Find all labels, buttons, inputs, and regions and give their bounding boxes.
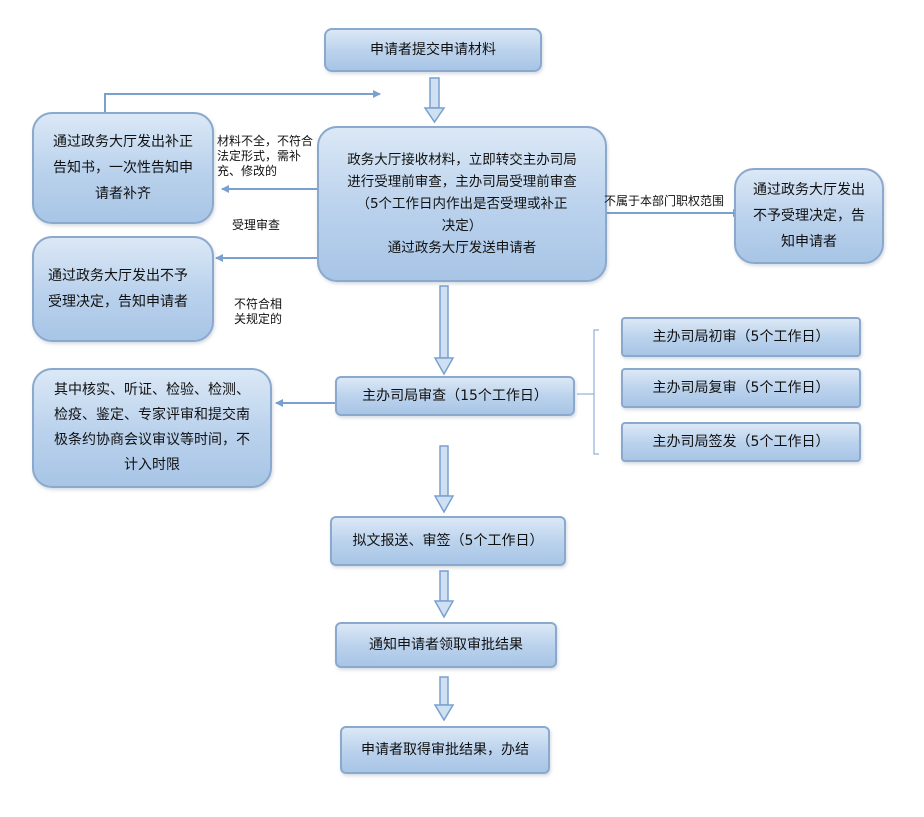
draft-box: 拟文报送、审签（5个工作日）	[330, 516, 566, 566]
submit-text: 申请者提交申请材料	[370, 42, 496, 58]
done-box: 申请者取得审批结果，办结	[340, 726, 550, 774]
down-arrow-3	[433, 445, 455, 514]
center-line-1: 政务大厅接收材料，立即转交主办司局	[347, 152, 577, 168]
right-reject-text: 通过政务大厅发出不予受理决定，告知申请者	[753, 182, 865, 250]
down-arrow-5	[433, 676, 455, 722]
bracket	[577, 329, 599, 455]
exclusion-text: 其中核实、听证、检验、检测、检疫、鉴定、专家评审和提交南极条约协商会议审议等时间…	[54, 382, 250, 473]
down-arrow-2	[433, 285, 455, 376]
notify-box: 通知申请者领取审批结果	[335, 622, 557, 668]
not-scope-label: 不属于本部门职权范围	[604, 194, 725, 208]
right-reject-box: 通过政务大厅发出不予受理决定，告知申请者	[734, 168, 884, 264]
down-arrow-4	[433, 570, 455, 619]
left-reject-text: 通过政务大厅发出不予受理决定，告知申请者	[48, 268, 188, 310]
notify-text: 通知申请者领取审批结果	[369, 637, 523, 653]
acceptance-review-label: 受理审查	[232, 218, 281, 232]
left-reject-box: 通过政务大厅发出不予受理决定，告知申请者	[32, 236, 214, 342]
draft-text: 拟文报送、审签（5个工作日）	[352, 533, 544, 549]
left-correction-box: 通过政务大厅发出补正告知书，一次性告知申请者补齐	[32, 112, 214, 224]
first-review-box: 主办司局初审（5个工作日）	[621, 317, 861, 357]
exclusion-box: 其中核实、听证、检验、检测、检疫、鉴定、专家评审和提交南极条约协商会议审议等时间…	[32, 368, 272, 488]
incomplete-label: 材料不全，不符合法定形式，需补充、修改的	[217, 134, 314, 178]
center-line-2: 进行受理前审查，主办司局受理前审查	[347, 174, 577, 190]
center-line-5: 通过政务大厅发送申请者	[387, 240, 537, 256]
left-correction-text: 通过政务大厅发出补正告知书，一次性告知申请者补齐	[53, 134, 193, 202]
sign-issue-box: 主办司局签发（5个工作日）	[621, 422, 861, 462]
sign-issue-text: 主办司局签发（5个工作日）	[652, 434, 830, 450]
center-main-box: 政务大厅接收材料，立即转交主办司局 进行受理前审查，主办司局受理前审查 （5个工…	[317, 126, 607, 282]
submit-box: 申请者提交申请材料	[324, 28, 542, 72]
review-box: 主办司局审查（15个工作日）	[335, 376, 575, 416]
down-arrow-1	[423, 77, 446, 124]
first-review-text: 主办司局初审（5个工作日）	[652, 329, 830, 345]
review-text: 主办司局审查（15个工作日）	[362, 388, 548, 404]
done-text: 申请者取得审批结果，办结	[361, 742, 529, 758]
loop-back-line	[104, 90, 381, 112]
second-review-box: 主办司局复审（5个工作日）	[621, 368, 861, 408]
center-line-4: 决定）	[441, 218, 483, 234]
not-compliant-label: 不符合相关规定的	[234, 297, 283, 326]
center-line-3: （5个工作日内作出是否受理或补正	[356, 196, 568, 212]
second-review-text: 主办司局复审（5个工作日）	[652, 380, 830, 396]
